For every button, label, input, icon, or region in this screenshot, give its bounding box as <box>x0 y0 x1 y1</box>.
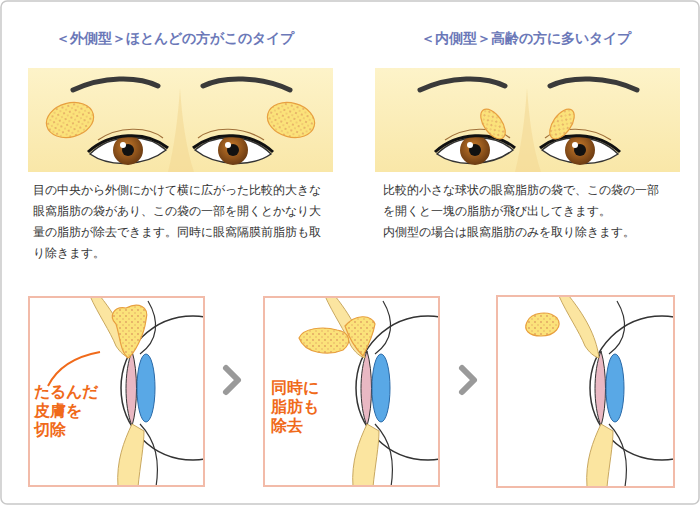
step-chevron <box>462 368 474 392</box>
type-heading: ＜外側型＞ほとんどの方がこのタイプ <box>56 30 294 48</box>
section-step-3 <box>497 296 674 487</box>
description: 内側型の場合は眼窩脂肪のみを取り除きます。 <box>383 222 668 243</box>
outer-type-eyes <box>28 68 333 172</box>
description: 目の中央から外側にかけて横に広がった比較的大きな眼窩脂肪の袋があり、この袋の一部… <box>33 180 331 264</box>
inner-type-eyes <box>375 68 680 172</box>
section-step-2 <box>263 296 440 487</box>
description: 比較的小さな球状の眼窩脂肪の袋で、この袋の一部を開くと一塊の脂肪が飛び出してきま… <box>383 180 668 222</box>
step-label: 同時に 脂肪も 除去 <box>271 378 337 436</box>
type-heading: ＜内側型＞高齢の方に多いタイプ <box>421 30 631 48</box>
step-panel: たるんだ 皮膚を 切除 <box>28 296 205 487</box>
step-label: たるんだ 皮膚を 切除 <box>34 382 100 440</box>
section-step-1 <box>28 296 205 487</box>
step-panel: 同時に 脂肪も 除去 <box>263 296 440 487</box>
step-chevron <box>226 368 238 392</box>
panel-border <box>497 296 674 487</box>
